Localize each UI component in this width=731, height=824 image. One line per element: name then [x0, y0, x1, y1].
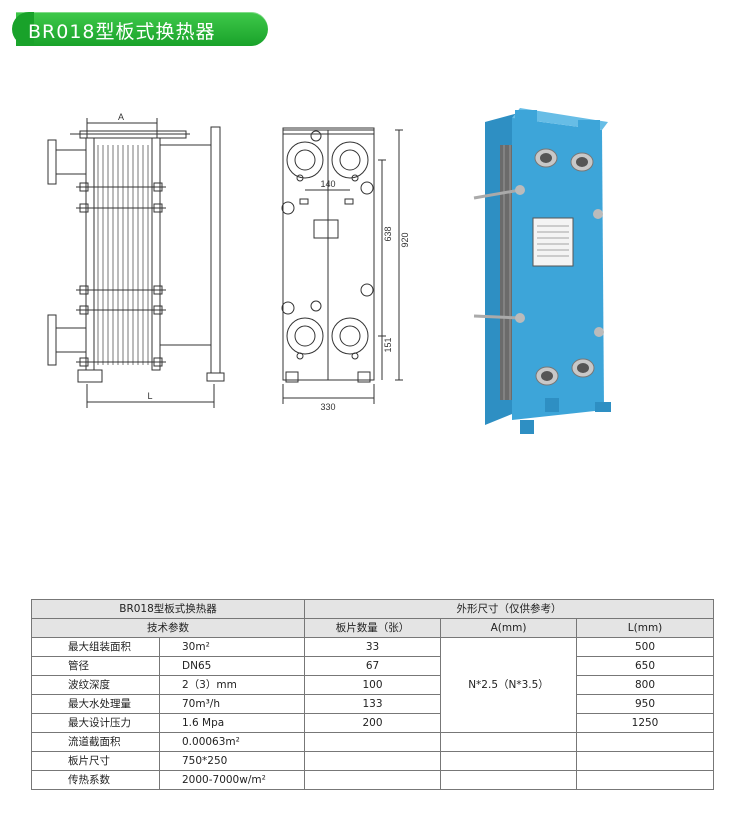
param-label: 最大设计压力 [31, 713, 160, 733]
table-row: 管径 DN65 67 650 [31, 656, 715, 676]
model-header: BR018型板式换热器 [30, 599, 306, 619]
dimension-140-label: 140 [320, 179, 335, 189]
table-row: 板片尺寸 750*250 [31, 751, 715, 771]
table-row: 传热系数 2000-7000w/m² [31, 770, 715, 790]
front-view-drawing [281, 127, 403, 404]
param-value: 70m³/h [158, 694, 306, 714]
plate-count-header: 板片数量（张） [304, 618, 442, 638]
side-view-drawing [47, 118, 225, 408]
table-row: 波纹深度 2（3）mm 100 800 [31, 675, 715, 695]
a-empty-cell [440, 770, 578, 790]
a-header: A(mm) [440, 618, 578, 638]
table-row: 流道截面积 0.00063m² [31, 732, 715, 752]
title-banner: BR018型板式换热器 [12, 12, 268, 46]
param-label: 最大水处理量 [31, 694, 160, 714]
dimension-151-label: 151 [383, 337, 393, 352]
l-value-cell: 500 [576, 637, 715, 657]
plate-count-cell [304, 770, 442, 790]
table-row: 最大水处理量 70m³/h 133 950 [31, 694, 715, 714]
param-value: 2（3）mm [158, 675, 306, 695]
param-label: 板片尺寸 [31, 751, 160, 771]
a-empty-cell [440, 732, 578, 752]
plate-count-cell: 133 [304, 694, 442, 714]
param-label: 波纹深度 [31, 675, 160, 695]
plate-count-cell: 67 [304, 656, 442, 676]
plate-count-cell: 33 [304, 637, 442, 657]
plate-count-cell [304, 751, 442, 771]
heat-exchanger-photo [473, 108, 611, 434]
dimension-920-label: 920 [400, 232, 410, 247]
table-header-row: BR018型板式换热器 外形尺寸（仅供参考） [30, 599, 715, 619]
l-value-cell: 950 [576, 694, 715, 714]
param-label: 管径 [31, 656, 160, 676]
table-subheader-row: 技术参数 板片数量（张） A(mm) L(mm) [30, 618, 715, 638]
l-value-cell: 800 [576, 675, 715, 695]
param-label: 最大组装面积 [31, 637, 160, 657]
l-value-cell [576, 751, 715, 771]
table-row: 最大设计压力 1.6 Mpa 200 1250 [31, 713, 715, 733]
param-value: 2000-7000w/m² [158, 770, 306, 790]
param-value: DN65 [158, 656, 306, 676]
param-value: 30m² [158, 637, 306, 657]
plate-count-cell: 200 [304, 713, 442, 733]
param-value: 750*250 [158, 751, 306, 771]
l-value-cell [576, 732, 715, 752]
param-label: 传热系数 [31, 770, 160, 790]
param-value: 0.00063m² [158, 732, 306, 752]
tech-params-header: 技术参数 [30, 618, 306, 638]
plate-count-cell: 100 [304, 675, 442, 695]
l-value-cell: 1250 [576, 713, 715, 733]
dimension-l-label: L [147, 391, 152, 401]
technical-drawings: A L [47, 112, 410, 412]
l-value-cell [576, 770, 715, 790]
l-value-cell: 650 [576, 656, 715, 676]
dimension-a-label: A [118, 112, 124, 122]
table-row: 最大组装面积 30m² 33 N*2.5（N*3.5） 500 [31, 637, 715, 733]
param-label: 流道截面积 [31, 732, 160, 752]
specification-table: BR018型板式换热器 外形尺寸（仅供参考） 技术参数 板片数量（张） A(mm… [30, 599, 715, 790]
param-value: 1.6 Mpa [158, 713, 306, 733]
a-empty-cell [440, 751, 578, 771]
page-title: BR018型板式换热器 [28, 21, 216, 43]
plate-count-cell [304, 732, 442, 752]
l-header: L(mm) [576, 618, 715, 638]
dimensions-header: 外形尺寸（仅供参考） [304, 599, 715, 619]
dimension-330-label: 330 [320, 402, 335, 412]
a-value-cell: N*2.5（N*3.5） [440, 637, 578, 733]
dimension-638-label: 638 [383, 226, 393, 241]
